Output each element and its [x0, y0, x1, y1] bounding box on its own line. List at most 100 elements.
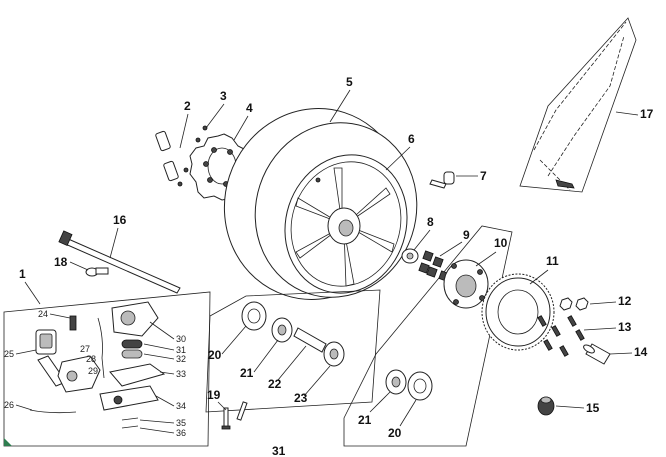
leader-6: [385, 146, 411, 171]
leader-19: [217, 401, 227, 411]
leader-2: [179, 113, 189, 149]
callout-28: 28: [86, 354, 96, 364]
valve-stem: [315, 177, 321, 183]
cap-15: [537, 396, 555, 416]
caliper-mount: [99, 385, 159, 411]
leader-32: [143, 353, 175, 360]
callout-32: 32: [176, 354, 186, 364]
callout-18: 18: [54, 255, 68, 269]
leader-11: [529, 269, 549, 285]
mount-bolt: [113, 395, 123, 405]
leader-30: [149, 321, 175, 340]
bearings-left: [241, 301, 345, 367]
callout-35: 35: [176, 418, 186, 428]
nut: [575, 297, 589, 311]
oil-seal-20: [241, 301, 267, 331]
chain-run-lower: [539, 35, 625, 191]
callout-4: 4: [246, 101, 253, 115]
page-number: 31: [272, 444, 286, 457]
leader-17: [615, 111, 639, 116]
collar-upper: [155, 130, 171, 152]
callout-19: 19: [207, 388, 221, 402]
callout-21-left: 21: [240, 366, 254, 380]
rim-spokes: [295, 167, 395, 287]
brake-caliper-group: 24 25 26 27 28 29 30 31 32 33 34 35 36: [3, 291, 211, 447]
bolts-19: [221, 401, 248, 430]
callout-9: 9: [463, 228, 470, 242]
sprocket-nuts-12: [559, 297, 589, 311]
bolt-19a: [223, 407, 229, 429]
leader-24: [49, 313, 71, 319]
nut: [559, 297, 573, 311]
hose-line: [29, 409, 77, 414]
leader-9: [439, 241, 463, 257]
leader-26: [15, 404, 33, 411]
leader-21-right: [369, 391, 391, 413]
callout-25: 25: [4, 349, 14, 359]
callout-33: 33: [176, 369, 186, 379]
bolt-18-shank: [95, 267, 109, 275]
leader-18: [69, 261, 89, 271]
leader-13: [583, 327, 617, 331]
caliper-bracket: [109, 363, 166, 387]
callout-26: 26: [4, 400, 14, 410]
leader-23: [303, 365, 331, 397]
valve-cap: [443, 171, 455, 185]
leader-15: [555, 405, 585, 409]
callout-29: 29: [88, 366, 98, 376]
axle-shaft: [62, 237, 181, 294]
hub-bore: [338, 219, 354, 237]
brake-pad-inner: [39, 333, 53, 349]
bearing-panel-left: [205, 289, 381, 413]
leader-4: [233, 115, 249, 141]
leader-33: [159, 371, 175, 375]
leader-20-left: [221, 325, 247, 355]
master-link: [555, 179, 575, 189]
callout-2: 2: [184, 99, 191, 113]
disc-bolts: [177, 125, 208, 187]
leader-31: [143, 343, 175, 351]
leader-25: [15, 349, 37, 355]
leader-20-right: [399, 399, 417, 427]
sprocket-hub-bore: [455, 274, 477, 298]
bearings-right: [385, 369, 433, 401]
leader-22: [277, 345, 307, 381]
axle-head: [58, 230, 73, 247]
chain-run-upper: [533, 21, 627, 151]
leader-8: [413, 229, 431, 251]
caliper-body-left: [57, 355, 101, 393]
callout-36: 36: [176, 428, 186, 438]
callout-10: 10: [494, 236, 508, 250]
disc-bolt: [202, 125, 208, 131]
callout-1: 1: [19, 267, 26, 281]
rear-axle: [58, 230, 181, 294]
callout-3: 3: [220, 89, 227, 103]
callout-12: 12: [618, 294, 632, 308]
callout-20-right: 20: [388, 426, 402, 440]
caliper-pin: [97, 317, 105, 379]
leader-3: [205, 103, 225, 129]
leader-34: [155, 395, 175, 407]
callout-6: 6: [408, 132, 415, 146]
callout-5: 5: [346, 75, 353, 89]
corner-mark: [4, 438, 12, 446]
leader-10: [475, 251, 497, 267]
leader-1: [24, 281, 41, 305]
bolt-18: [85, 267, 109, 277]
callout-20-left: 20: [208, 348, 222, 362]
spacer-22: [293, 327, 327, 353]
callout-17: 17: [640, 107, 654, 121]
leader-35: [139, 419, 175, 424]
callout-27: 27: [80, 344, 90, 354]
cylinder-14: [583, 343, 611, 365]
valve-7: [429, 171, 455, 189]
sprocket-bolts-13: [537, 315, 585, 357]
oil-seal-20-right: [407, 371, 433, 401]
rim-inner: [290, 161, 402, 287]
caliper-piston: [66, 370, 78, 382]
callout-16: 16: [113, 213, 127, 227]
disc-bolt: [195, 137, 201, 143]
caliper-panel-frame: [3, 291, 211, 447]
seal-ring-32: [121, 349, 143, 359]
